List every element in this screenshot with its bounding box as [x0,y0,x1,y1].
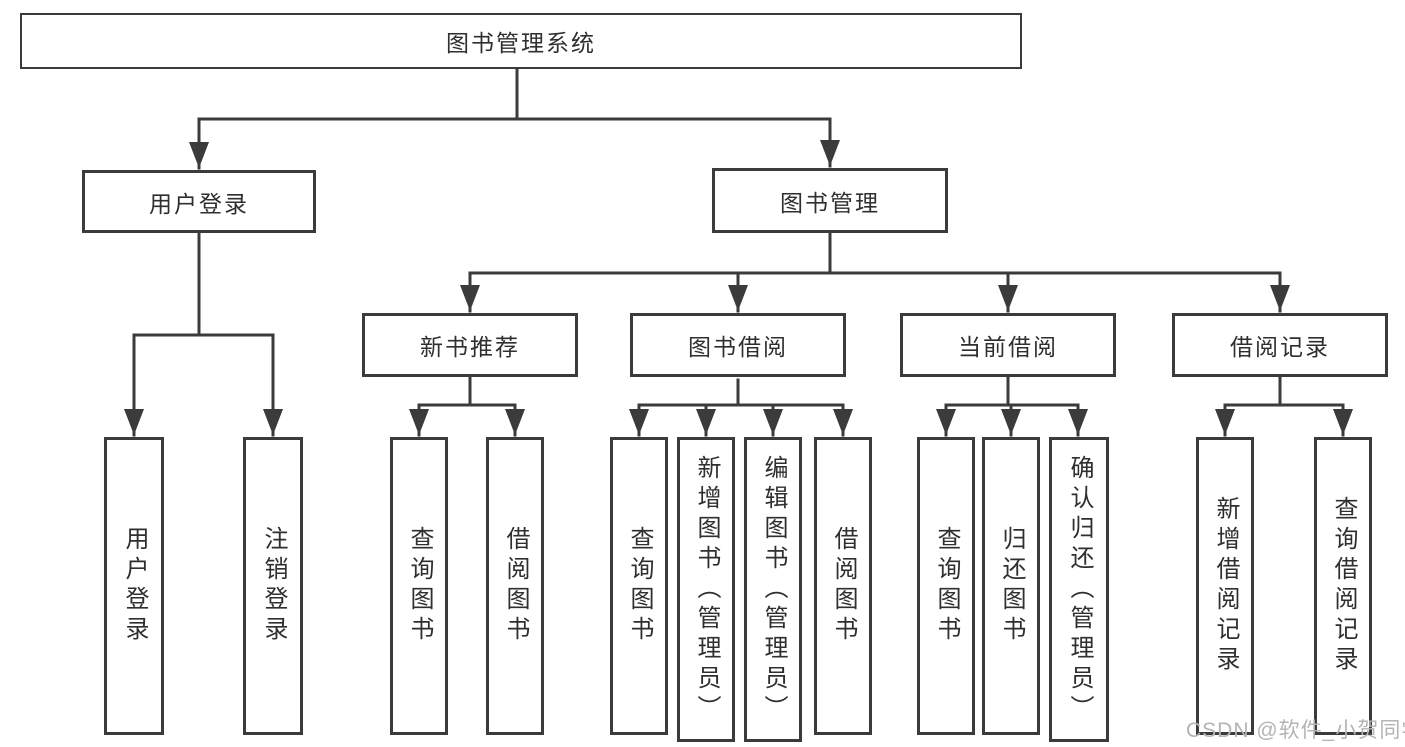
node-book-borrow-label: 图书借阅 [688,334,788,360]
node-borrow-record: 借阅记录 [1172,313,1388,377]
node-user-login-label: 用户登录 [149,190,249,217]
node-leaf-query-books-1-label: 查询图书 [406,526,433,646]
node-leaf-borrow-books-1-label: 借阅图书 [502,526,529,646]
node-leaf-add-borrow-record-label: 新增借阅记录 [1212,496,1239,676]
node-leaf-query-books-3: 查询图书 [917,437,975,735]
node-leaf-query-books-2: 查询图书 [610,437,668,735]
node-leaf-query-books-1: 查询图书 [390,437,448,735]
node-leaf-add-borrow-record: 新增借阅记录 [1196,437,1254,735]
node-book-management-label: 图书管理 [780,189,880,216]
connector-book-mgmt-split [468,231,1282,275]
node-leaf-borrow-books-1: 借阅图书 [486,437,544,735]
connector-root-split [197,67,832,121]
node-leaf-edit-books-admin: 编辑图书（管理员） [744,437,802,742]
node-root: 图书管理系统 [20,13,1022,69]
node-leaf-query-books-2-label: 查询图书 [626,526,653,646]
node-leaf-borrow-books-2: 借阅图书 [814,437,872,735]
node-current-borrow-label: 当前借阅 [958,334,1058,360]
node-new-book-recommend: 新书推荐 [362,313,578,377]
node-current-borrow: 当前借阅 [900,313,1116,377]
node-leaf-confirm-return-admin-label: 确认归还（管理员） [1066,454,1093,725]
node-leaf-query-books-3-label: 查询图书 [933,526,960,646]
node-leaf-add-books-admin-label: 新增图书（管理员） [693,454,720,725]
connector-user-login-split [132,231,275,337]
node-leaf-user-login-label: 用户登录 [121,526,148,646]
node-leaf-borrow-books-2-label: 借阅图书 [830,526,857,646]
node-leaf-edit-books-admin-label: 编辑图书（管理员） [760,454,787,725]
node-leaf-add-books-admin: 新增图书（管理员） [677,437,735,742]
node-borrow-record-label: 借阅记录 [1230,334,1330,360]
node-leaf-confirm-return-admin: 确认归还（管理员） [1049,437,1109,742]
node-leaf-return-books: 归还图书 [982,437,1040,735]
node-new-book-recommend-label: 新书推荐 [420,334,520,360]
node-leaf-logout-label: 注销登录 [260,526,287,646]
node-leaf-query-borrow-record: 查询借阅记录 [1314,437,1372,735]
node-book-borrow: 图书借阅 [630,313,846,377]
connector-current-borrow-split [944,375,1080,407]
connector-book-borrow-split [637,378,845,407]
node-leaf-logout: 注销登录 [243,437,303,735]
node-user-login: 用户登录 [82,170,316,233]
node-leaf-return-books-label: 归还图书 [998,526,1025,646]
node-book-management: 图书管理 [712,168,948,233]
node-leaf-query-borrow-record-label: 查询借阅记录 [1330,496,1357,676]
node-root-label: 图书管理系统 [446,30,596,56]
node-leaf-user-login: 用户登录 [104,437,164,735]
csdn-watermark: CSDN @软件_小贺同学 [1186,719,1405,742]
connector-borrow-record-split [1223,375,1345,407]
connector-new-book-split [417,375,517,407]
